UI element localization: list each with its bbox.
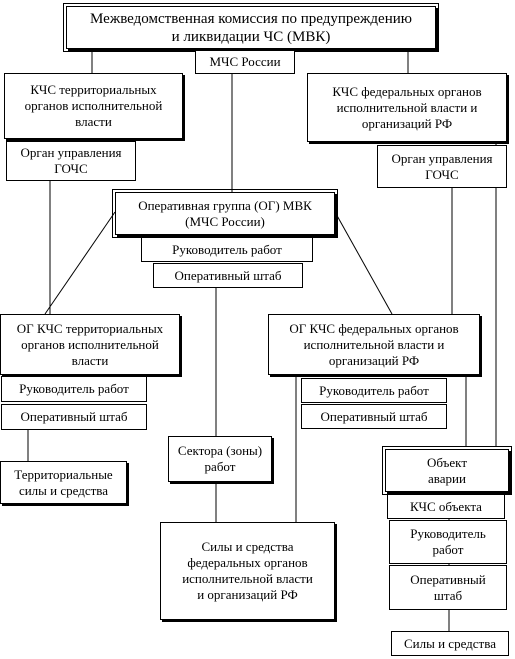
ruk-right-box: Руководитель работ xyxy=(301,378,447,403)
shtab-center-box: Оперативный штаб xyxy=(153,263,303,288)
shtab-left-box: Оперативный штаб xyxy=(1,404,147,430)
ruk-object-box: Руководитель работ xyxy=(389,520,507,564)
shtab-object-box: Оперативный штаб xyxy=(389,565,507,610)
link-og-mvk-og-terr xyxy=(44,211,116,315)
kchs-territorial-box: КЧС территориальных органов исполнительн… xyxy=(4,73,183,139)
commission-box: Межведомственная комиссия по предупрежде… xyxy=(63,3,439,52)
og-federal-box: ОГ КЧС федеральных органов исполнительно… xyxy=(268,314,480,375)
sectors-box: Сектора (зоны) работ xyxy=(168,436,272,482)
og-territorial-box: ОГ КЧС территориальных органов исполните… xyxy=(0,314,180,375)
mchs-box: МЧС России xyxy=(195,50,295,74)
accident-object-box: Объект аварии xyxy=(382,446,512,495)
federal-forces-box: Силы и средства федеральных органов испо… xyxy=(160,522,335,620)
kchs-federal-box: КЧС федеральных органов исполнительной в… xyxy=(307,73,507,142)
ruk-center-box: Руководитель работ xyxy=(141,237,313,262)
object-forces-box: Силы и средства xyxy=(391,631,509,656)
link-og-mvk-og-fed xyxy=(334,211,393,315)
og-mvk-box: Оперативная группа (ОГ) МВК (МЧС России) xyxy=(112,189,338,238)
ruk-left-box: Руководитель работ xyxy=(1,376,147,402)
kchs-object-box: КЧС объекта xyxy=(387,494,505,519)
territorial-forces-box: Территориальные силы и средства xyxy=(0,461,127,504)
gochs-left-box: Орган управления ГОЧС xyxy=(6,141,136,181)
gochs-right-box: Орган управления ГОЧС xyxy=(377,145,507,188)
shtab-right-box: Оперативный штаб xyxy=(301,404,447,429)
